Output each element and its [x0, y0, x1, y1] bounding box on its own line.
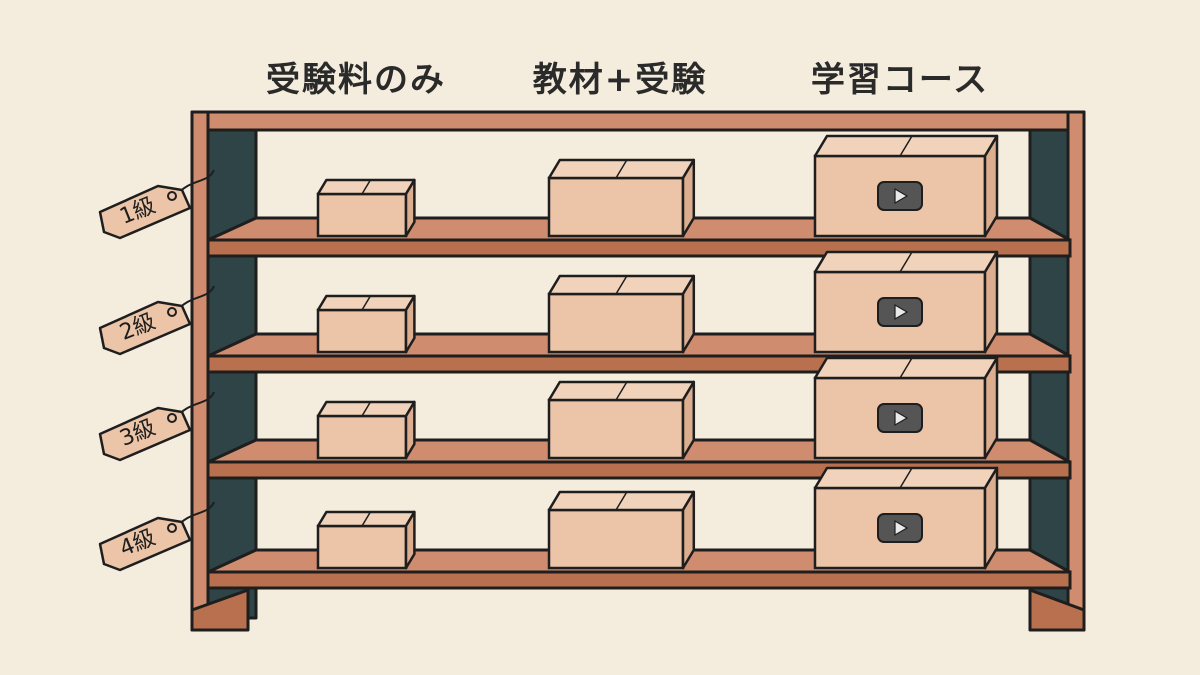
box-side: [681, 158, 696, 238]
box-side: [681, 380, 696, 460]
box-front: [316, 524, 408, 570]
tag-hole: [167, 191, 177, 201]
tag-body: [98, 300, 192, 356]
tag-hole: [167, 307, 177, 317]
box-front: [316, 192, 408, 238]
box-tape: [899, 135, 913, 157]
box-tape: [615, 275, 628, 295]
box-small: [316, 178, 416, 238]
box-tape: [361, 295, 372, 311]
play-icon: [894, 187, 909, 205]
shelf-bottom-kick-right: [1028, 588, 1086, 632]
box-side: [983, 356, 999, 460]
box-side: [983, 466, 999, 570]
box-side: [983, 134, 999, 238]
play-icon: [894, 409, 909, 427]
box-tape: [615, 159, 628, 179]
grade-tag: 3級: [98, 391, 215, 462]
shelf-row: 4級: [98, 466, 1072, 590]
tag-body: [98, 516, 192, 572]
box-tape: [361, 401, 372, 417]
box-side: [404, 294, 416, 354]
box-front: [547, 508, 685, 570]
box-tape: [361, 179, 372, 195]
box-large: [813, 356, 999, 460]
box-front: [547, 398, 685, 460]
box-medium: [547, 158, 696, 238]
shelf-row: 3級: [98, 356, 1072, 480]
box-tape: [615, 491, 628, 511]
box-side: [681, 274, 696, 354]
box-tape: [361, 511, 372, 527]
shelf-top-board: [190, 110, 1086, 132]
column-header-study-course: 学習コース: [810, 60, 990, 100]
box-tape: [615, 381, 628, 401]
shelf-bottom-kick: [190, 588, 250, 632]
box-large: [813, 466, 999, 570]
box-side: [404, 178, 416, 238]
box-side: [681, 490, 696, 570]
shelf-board-edge: [206, 570, 1072, 590]
box-small: [316, 400, 416, 460]
box-medium: [547, 274, 696, 354]
column-header-exam-only: 受験料のみ: [266, 60, 446, 100]
tag-body: [98, 406, 192, 462]
shelf-left-post: [190, 110, 210, 632]
box-side: [983, 250, 999, 354]
box-small: [316, 510, 416, 570]
box-front: [547, 292, 685, 354]
box-medium: [547, 490, 696, 570]
box-side: [404, 400, 416, 460]
tag-hole: [167, 413, 177, 423]
box-front: [316, 414, 408, 460]
box-small: [316, 294, 416, 354]
box-front: [547, 176, 685, 238]
box-front: [316, 308, 408, 354]
box-tape: [899, 467, 913, 489]
box-large: [813, 134, 999, 238]
box-tape: [899, 357, 913, 379]
box-medium: [547, 380, 696, 460]
column-header-materials-exam: 教材+受験: [532, 60, 708, 100]
shelf-row: 1級: [98, 134, 1072, 258]
play-icon: [894, 303, 909, 321]
box-large: [813, 250, 999, 354]
box-side: [404, 510, 416, 570]
shelf-row: 2級: [98, 250, 1072, 374]
box-tape: [899, 251, 913, 273]
play-icon: [894, 519, 909, 537]
tag-body: [98, 184, 192, 240]
tag-hole: [167, 523, 177, 533]
